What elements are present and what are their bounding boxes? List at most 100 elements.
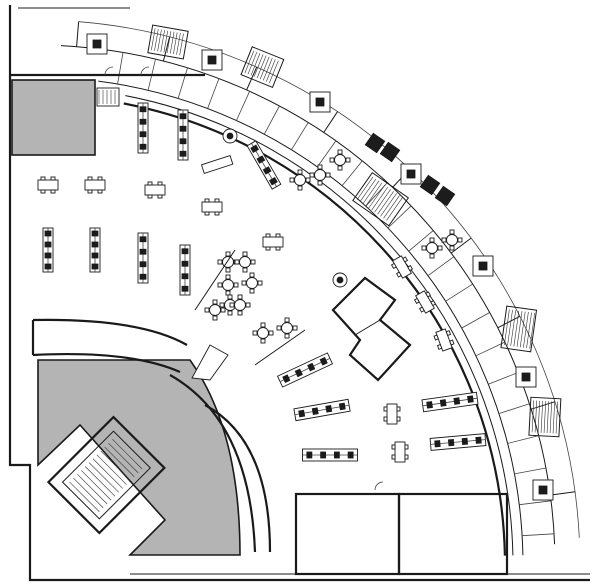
stair-tread: [112, 439, 143, 470]
round-table-chair: [204, 307, 210, 313]
round-table: [209, 304, 221, 316]
desk-chair: [179, 125, 187, 132]
table-chair: [40, 176, 46, 181]
table-chair: [275, 246, 281, 251]
table-chair: [265, 246, 271, 251]
stair-tread: [269, 60, 279, 83]
stair-tread: [166, 31, 172, 54]
stair-tread: [531, 400, 535, 433]
table-chair: [87, 189, 93, 194]
dark-facade-tile: [364, 132, 386, 154]
stair-tread: [256, 55, 267, 79]
furniture: [37, 66, 487, 491]
table-chair: [147, 194, 153, 199]
table-chair: [395, 271, 402, 278]
desk-chair: [333, 451, 340, 459]
hatched-box: [96, 87, 120, 107]
table-top: [201, 201, 223, 213]
round-table-chair: [337, 165, 343, 171]
gray-core-lower: [37, 359, 241, 556]
column-core: [315, 97, 325, 107]
dark-facade-tile: [434, 185, 456, 207]
stair-tread: [356, 176, 374, 200]
partition-curve-4: [204, 404, 272, 553]
table-chair: [383, 416, 388, 422]
partition-curve-1: [32, 318, 188, 346]
facade-fin: [530, 401, 556, 410]
table-top: [435, 328, 453, 352]
round-table-chair: [234, 259, 240, 265]
curtain-wall-mullion: [498, 403, 530, 414]
round-table: [294, 174, 306, 186]
stair-top-right: [240, 46, 285, 88]
desk-chair: [461, 437, 469, 446]
stair-tread: [259, 56, 270, 80]
desk-chair: [256, 155, 266, 164]
stair-tread: [169, 31, 175, 54]
desk-chair: [179, 150, 187, 157]
stair-tread: [262, 58, 273, 81]
curtain-wall-mullion: [207, 78, 220, 109]
curtain-wall-mullion: [316, 140, 337, 168]
round-table-chair: [421, 245, 427, 251]
table-chair: [265, 233, 271, 238]
table-chair: [50, 189, 56, 194]
round-table-chair: [233, 282, 239, 288]
door-swing: [374, 481, 384, 491]
table-chair: [391, 454, 396, 460]
lounge-center: [226, 132, 234, 140]
desk-chair: [139, 273, 147, 280]
facade-fin-line: [60, 45, 556, 545]
stair-tread: [537, 400, 541, 433]
stair-core-wall: [46, 415, 166, 535]
stair-tread: [386, 197, 403, 221]
round-table-chair: [297, 169, 303, 175]
desk-chair: [44, 263, 52, 270]
round-table: [246, 277, 258, 289]
desk-chair: [139, 118, 147, 125]
desk-chair: [447, 438, 455, 447]
stair-tread: [84, 466, 116, 497]
conference-room-right: [397, 492, 509, 576]
table-chair: [87, 176, 93, 181]
curtain-wall-mullion: [236, 91, 250, 121]
curtain-wall-mullion: [387, 205, 412, 229]
curtain-wall-mullion: [408, 230, 434, 252]
table-chair: [390, 262, 397, 270]
stair-tread: [104, 446, 135, 477]
desk-chair: [294, 368, 303, 378]
desk-chair: [434, 440, 441, 448]
stair-tread: [516, 311, 523, 347]
stair-tread: [77, 474, 108, 505]
stair-tread: [380, 193, 397, 217]
stair-tread: [81, 470, 112, 501]
small-table: [84, 176, 106, 194]
stair-tread: [108, 442, 139, 474]
round-table-chair: [437, 245, 443, 251]
stair-tread: [157, 29, 162, 52]
desk-chair: [298, 409, 306, 418]
partition-curve-2: [32, 353, 181, 374]
round-table-chair: [245, 302, 251, 308]
desk-chair: [320, 451, 327, 459]
stair-tread: [176, 32, 181, 55]
stair-tread: [549, 401, 553, 434]
round-table-chair: [317, 164, 323, 170]
stair-tread: [510, 310, 517, 346]
curtain-wall-mullion: [263, 105, 280, 135]
desk-chair: [139, 131, 147, 138]
round-table-chair: [250, 259, 256, 265]
round-table-chair: [249, 288, 255, 294]
stair-tread: [377, 191, 394, 215]
round-table-chair: [429, 237, 435, 243]
desk-cluster: [179, 244, 191, 296]
desk-chair: [179, 138, 187, 145]
column-core: [92, 39, 102, 49]
desk-chair: [181, 248, 189, 255]
stair-tread: [523, 312, 529, 348]
round-table-chair: [292, 325, 298, 331]
table-top: [392, 255, 412, 279]
desk-chair: [179, 113, 187, 120]
round-table-chair: [225, 251, 231, 257]
table-chair: [436, 343, 443, 350]
